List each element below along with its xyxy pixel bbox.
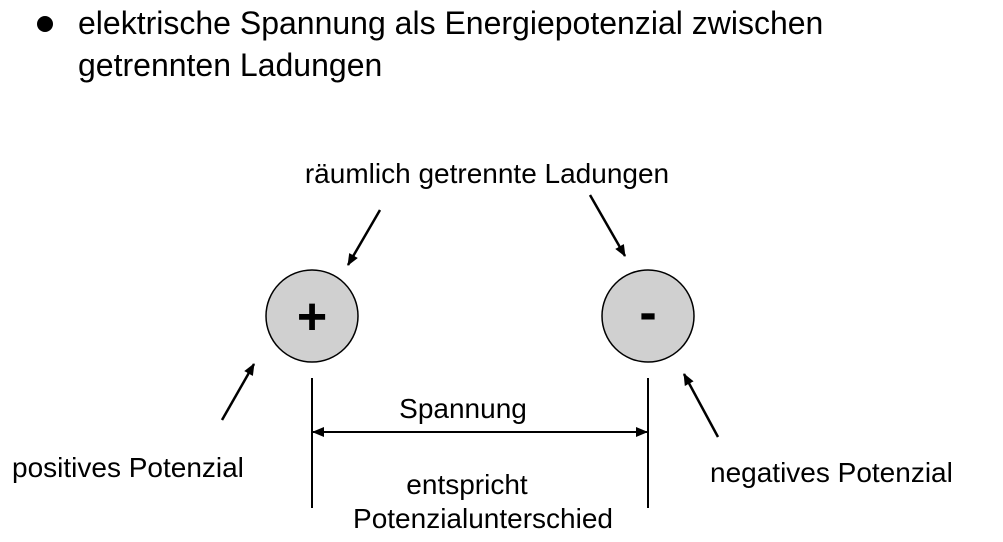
- arrow-positive-potential: [220, 363, 256, 421]
- bullet-text-line1: elektrische Spannung als Energiepotenzia…: [78, 5, 823, 41]
- arrow-to-negative-charge: [588, 194, 627, 257]
- voltage-label: Spannung: [399, 393, 527, 424]
- arrow-negative-potential: [682, 373, 720, 438]
- bullet-icon: [37, 16, 53, 32]
- equivalent-label: entspricht: [406, 469, 528, 500]
- negative-potential-label: negatives Potenzial: [710, 457, 953, 488]
- arrow-to-positive-charge: [346, 209, 382, 266]
- negative-charge: -: [601, 269, 695, 363]
- positive-potential-label: positives Potenzial: [12, 452, 244, 483]
- minus-symbol: -: [639, 284, 656, 342]
- bullet-text-line2: getrennten Ladungen: [78, 47, 382, 83]
- positive-charge: +: [265, 269, 359, 363]
- separated-charges-label: räumlich getrennte Ladungen: [305, 158, 669, 189]
- potential-difference-label: Potenzialunterschied: [353, 503, 613, 534]
- plus-symbol: +: [297, 288, 327, 346]
